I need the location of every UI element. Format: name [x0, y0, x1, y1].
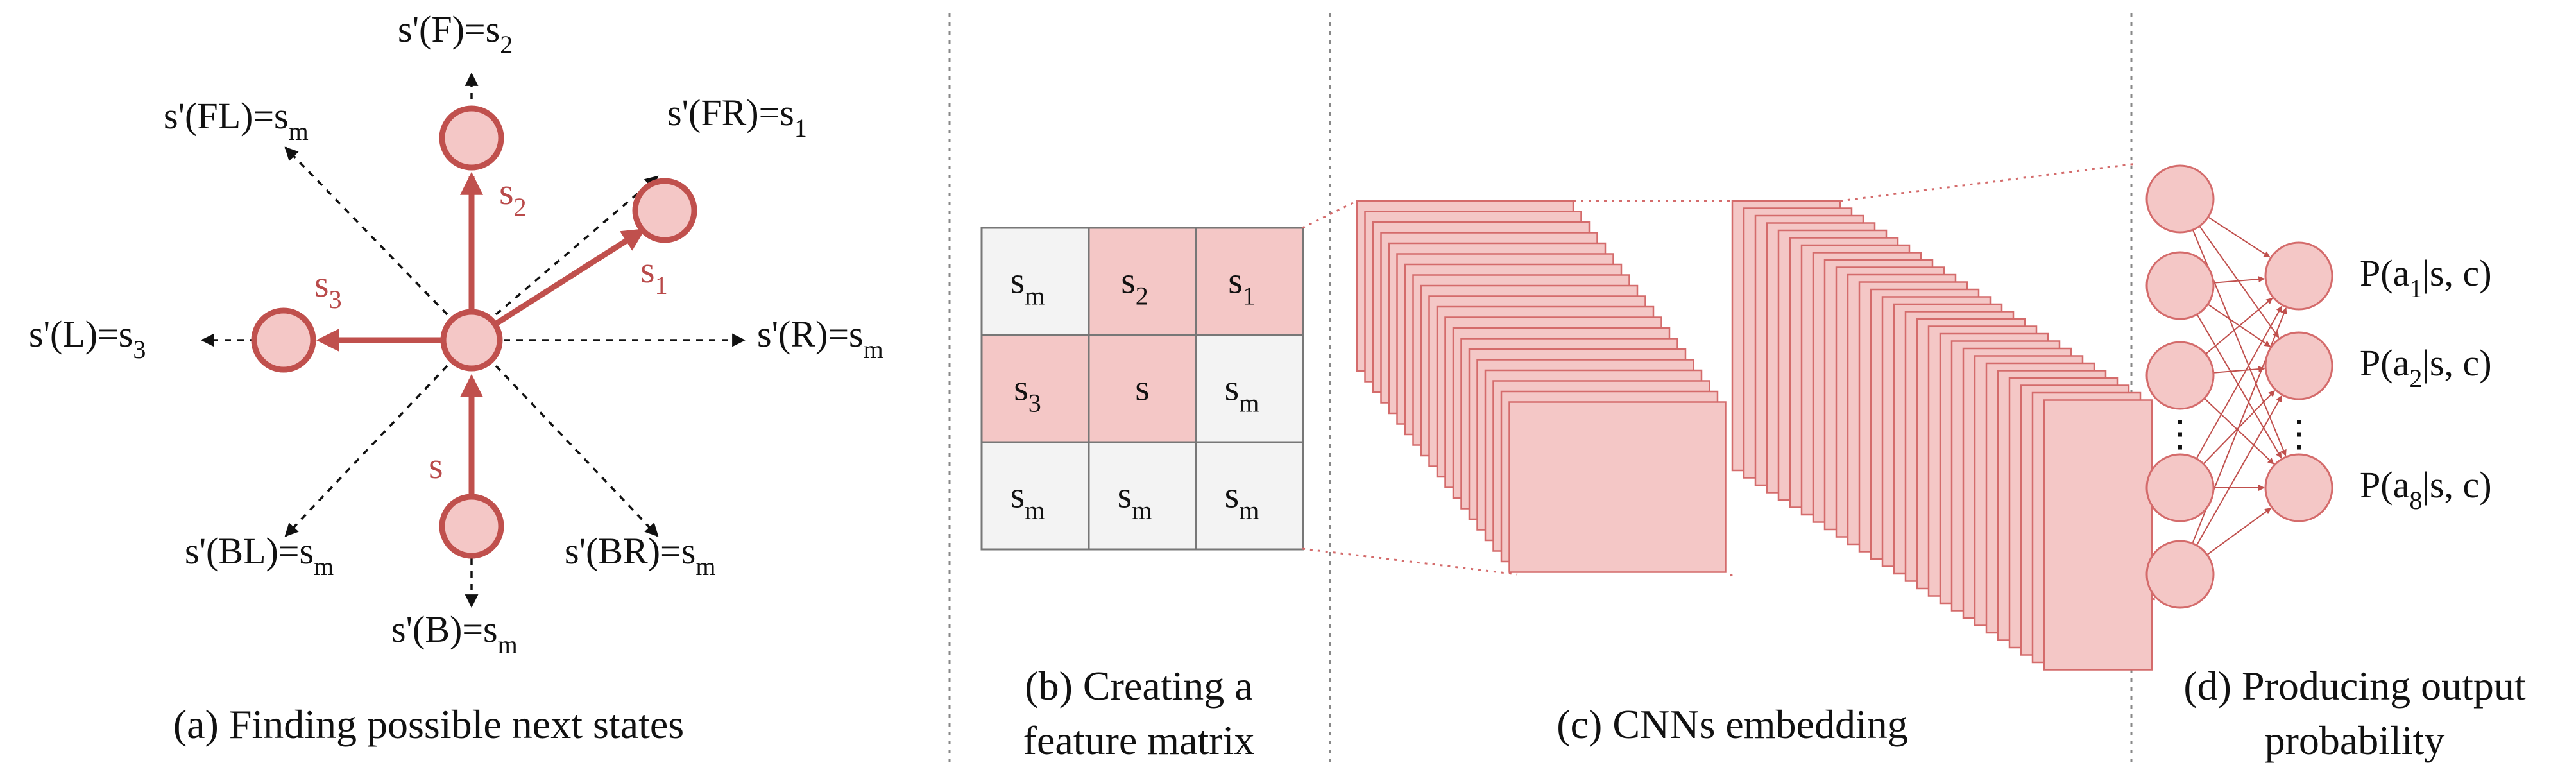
node-s3 — [251, 307, 316, 373]
label-L: s'(L)=s3 — [29, 313, 146, 364]
edge-in1-out2 — [2196, 314, 2282, 459]
network-nodes — [2145, 164, 2333, 609]
matrix-cell-0-2 — [1195, 227, 1304, 336]
cnn1-map-19 — [1508, 401, 1727, 573]
matrix-cell-label: sm — [1118, 474, 1152, 525]
caption-b-line2: feature matrix — [1023, 718, 1255, 763]
edge-in2-out0 — [2205, 297, 2273, 355]
label-BL: s'(BL)=sm — [185, 530, 334, 581]
connector-cnn-bottom — [1730, 573, 1733, 577]
edge-in0-out1 — [2199, 225, 2280, 338]
matrix-cell-label: s1 — [1228, 260, 1256, 311]
panel-c: (c) CNNs embedding — [1302, 162, 2156, 747]
matrix-cell-1-0 — [980, 334, 1090, 443]
matrix-cell-label: s3 — [1014, 367, 1041, 418]
output-node-0 — [2264, 241, 2333, 311]
input-node-2 — [2145, 341, 2215, 410]
node-current — [440, 309, 503, 372]
matrix-cell-label: sm — [1011, 474, 1045, 525]
caption-c: (c) CNNs embedding — [1557, 701, 1907, 747]
label-FL: s'(FL)=sm — [164, 95, 309, 146]
connector-matrix-bottom — [1302, 547, 1518, 576]
matrix-cell-2-2 — [1195, 441, 1304, 551]
edge-label-s2: s2 — [499, 171, 527, 221]
edge-label-s1: s1 — [640, 249, 668, 300]
cnn-feature-stack-1 — [1356, 200, 1727, 573]
edge-label-s: s — [429, 445, 443, 486]
output-label-1: P(a1|s, c) — [2360, 252, 2492, 303]
matrix-cell-label: s — [1135, 367, 1150, 409]
input-node-4 — [2145, 540, 2215, 609]
node-s1 — [632, 178, 697, 243]
caption-d-line1: (d) Producing output — [2183, 663, 2526, 709]
output-node-2 — [2264, 453, 2333, 522]
output-node-1 — [2264, 331, 2333, 400]
label-BR: s'(BR)=sm — [565, 530, 715, 581]
cnn-feature-stack-2 — [1731, 200, 2153, 671]
dashed-arrow-FR — [495, 175, 659, 316]
edge-in1-out0 — [2213, 276, 2265, 284]
caption-a: (a) Finding possible next states — [173, 701, 684, 747]
edge-in2-out1 — [2213, 366, 2265, 374]
cnn2-map-27 — [2043, 399, 2153, 671]
feature-matrix: sm s2 s1 s3 s sm sm sm sm — [980, 227, 1304, 551]
matrix-cell-label: sm — [1011, 260, 1045, 311]
matrix-cell-0-1 — [1088, 227, 1197, 336]
input-node-0 — [2145, 164, 2215, 234]
input-node-1 — [2145, 251, 2215, 320]
label-R: s'(R)=sm — [757, 313, 883, 364]
output-label-8: P(a8|s, c) — [2360, 464, 2492, 515]
dashed-arrow-BL — [284, 365, 448, 537]
label-F: s'(F)=s2 — [398, 8, 513, 59]
label-B: s'(B)=sm — [391, 608, 518, 659]
panel-b: sm s2 s1 s3 s sm sm sm sm (b) Creating a feature… — [980, 227, 1304, 763]
caption-b-line1: (b) Creating a — [1025, 663, 1252, 709]
matrix-cell-2-0 — [980, 441, 1090, 551]
panel-a: s s2 s1 s3 s'(F)=s2 s'(FL)=sm s'(FR)=s1 … — [29, 8, 883, 747]
caption-d-line2: probability — [2265, 718, 2445, 763]
edge-in3-out0 — [2196, 305, 2283, 460]
ellipsis-output: ⋮ — [2280, 413, 2317, 454]
dashed-arrow-BR — [495, 365, 659, 537]
panel-d: ⋮ ⋮ P(a1|s, c) P(a2|s, c) P(a8|s, c) (d)… — [2145, 164, 2526, 763]
matrix-cell-label: sm — [1225, 367, 1259, 418]
dashed-arrow-FL — [284, 146, 448, 316]
connector-matrix-top — [1302, 200, 1358, 229]
label-FR: s'(FR)=s1 — [667, 92, 807, 142]
red-arrow-s1 — [493, 228, 646, 327]
node-s2 — [439, 105, 504, 171]
input-node-3 — [2145, 453, 2215, 522]
edge-in4-out1 — [2196, 395, 2283, 546]
output-label-2: P(a2|s, c) — [2360, 342, 2492, 393]
edge-in4-out2 — [2206, 508, 2272, 556]
matrix-cell-label: sm — [1225, 474, 1259, 525]
connector-cnn2-top — [1839, 162, 2137, 202]
matrix-cell-label: s2 — [1121, 260, 1148, 311]
edge-in0-out0 — [2208, 216, 2271, 258]
ellipsis-input: ⋮ — [2162, 413, 2199, 454]
edge-label-s3: s3 — [314, 263, 342, 314]
node-s — [439, 494, 504, 559]
matrix-cell-0-0 — [980, 227, 1090, 336]
matrix-cell-1-1 — [1088, 334, 1197, 443]
edge-in2-out2 — [2204, 398, 2274, 465]
